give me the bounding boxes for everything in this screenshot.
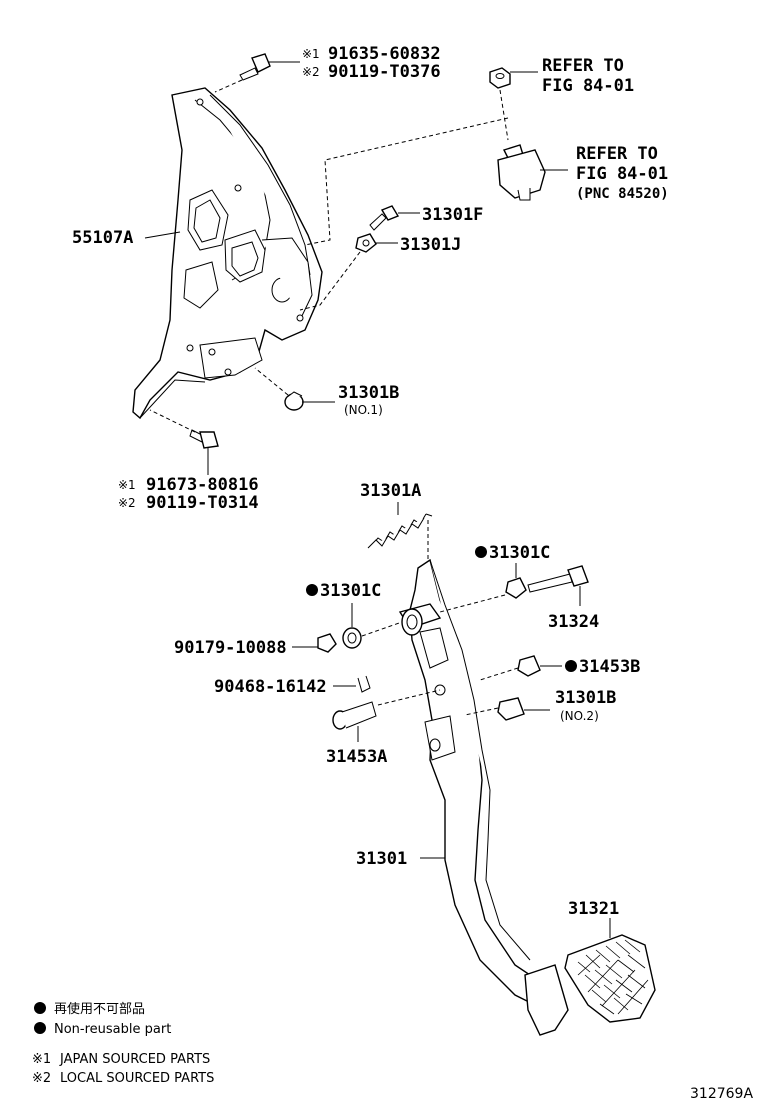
label-31301b-no2-note: (NO.2): [560, 709, 599, 723]
refer-switch-line-1: REFER TO: [576, 144, 658, 164]
label-31301a: 31301A: [360, 481, 421, 501]
label-31321: 31321: [568, 899, 619, 919]
bolt-bottom-mark-2: ※2: [118, 496, 136, 510]
figure-id: 312769A: [690, 1086, 753, 1102]
bolt-bottom[interactable]: [189, 429, 219, 449]
bolt-top-mark-2: ※2: [302, 65, 320, 79]
nonreusable-dot: [475, 546, 487, 558]
bolt-top[interactable]: [239, 53, 271, 81]
bolt-top-number-2: 90119-T0376: [328, 62, 441, 82]
bush-31453b[interactable]: [517, 655, 541, 677]
legend-nonreusable-en: Non-reusable part: [54, 1022, 171, 1037]
label-31301: 31301: [356, 849, 407, 869]
refer-nut-line-2: FIG 84-01: [542, 76, 634, 96]
label-55107a: 55107A: [72, 228, 133, 248]
legend-nonreusable-jp: 再使用不可部品: [54, 1001, 145, 1017]
bushing-31301c-left[interactable]: [342, 627, 362, 649]
label-31301b-no2: 31301B: [555, 688, 616, 708]
nonreusable-dot: [306, 584, 318, 596]
refer-switch-line-2: FIG 84-01: [576, 164, 668, 184]
legend-dot: [34, 1022, 46, 1034]
legend-local-mark: ※2: [32, 1071, 51, 1086]
label-31453b: 31453B: [579, 657, 640, 677]
nut-31301j[interactable]: [355, 233, 377, 253]
legend-dot: [34, 1002, 46, 1014]
clip-90468-16142[interactable]: [357, 675, 371, 693]
label-31324: 31324: [548, 612, 599, 632]
bolt-bottom-number-1: 91673-80816: [146, 475, 259, 495]
stopper-31301b-no2[interactable]: [497, 697, 525, 721]
nut-31301c-right[interactable]: [505, 577, 527, 599]
label-31301f: 31301F: [422, 205, 483, 225]
stop-lamp-switch[interactable]: [497, 144, 546, 201]
label-31301c-left: 31301C: [320, 581, 381, 601]
label-90468-16142: 90468-16142: [214, 677, 327, 697]
refer-nut-line-1: REFER TO: [542, 56, 624, 76]
legend-japan-text: JAPAN SOURCED PARTS: [59, 1052, 210, 1067]
pedal-bracket-55107a[interactable]: [132, 87, 323, 420]
pin-31453a[interactable]: [332, 701, 377, 730]
pedal-pad-31321[interactable]: [564, 934, 656, 1023]
refer-switch-line-3: (PNC 84520): [576, 186, 669, 202]
legend-japan-mark: ※1: [32, 1052, 51, 1067]
bolt-31324[interactable]: [527, 565, 589, 593]
label-31301c-right: 31301C: [489, 543, 550, 563]
refer-nut[interactable]: [489, 67, 511, 89]
screw-31301f[interactable]: [369, 205, 400, 231]
bolt-bottom-mark-1: ※1: [118, 478, 136, 492]
label-31301b-no1: 31301B: [338, 383, 399, 403]
label-90179-10088: 90179-10088: [174, 638, 287, 658]
label-31301j: 31301J: [400, 235, 461, 255]
bolt-top-mark-1: ※1: [302, 47, 320, 61]
bolt-top-number-1: 91635-60832: [328, 44, 441, 64]
nonreusable-dot: [565, 660, 577, 672]
pedal-arm-31301[interactable]: [398, 558, 569, 1036]
label-31301b-no1-note: (NO.1): [344, 403, 383, 417]
nut-90179-10088[interactable]: [317, 633, 337, 653]
return-spring-31301a[interactable]: [367, 513, 433, 549]
legend: 再使用不可部品 Non-reusable part ※1 JAPAN SOURC…: [32, 1001, 214, 1086]
label-31453a: 31453A: [326, 747, 387, 767]
legend-local-text: LOCAL SOURCED PARTS: [60, 1071, 214, 1086]
bolt-bottom-number-2: 90119-T0314: [146, 493, 259, 513]
